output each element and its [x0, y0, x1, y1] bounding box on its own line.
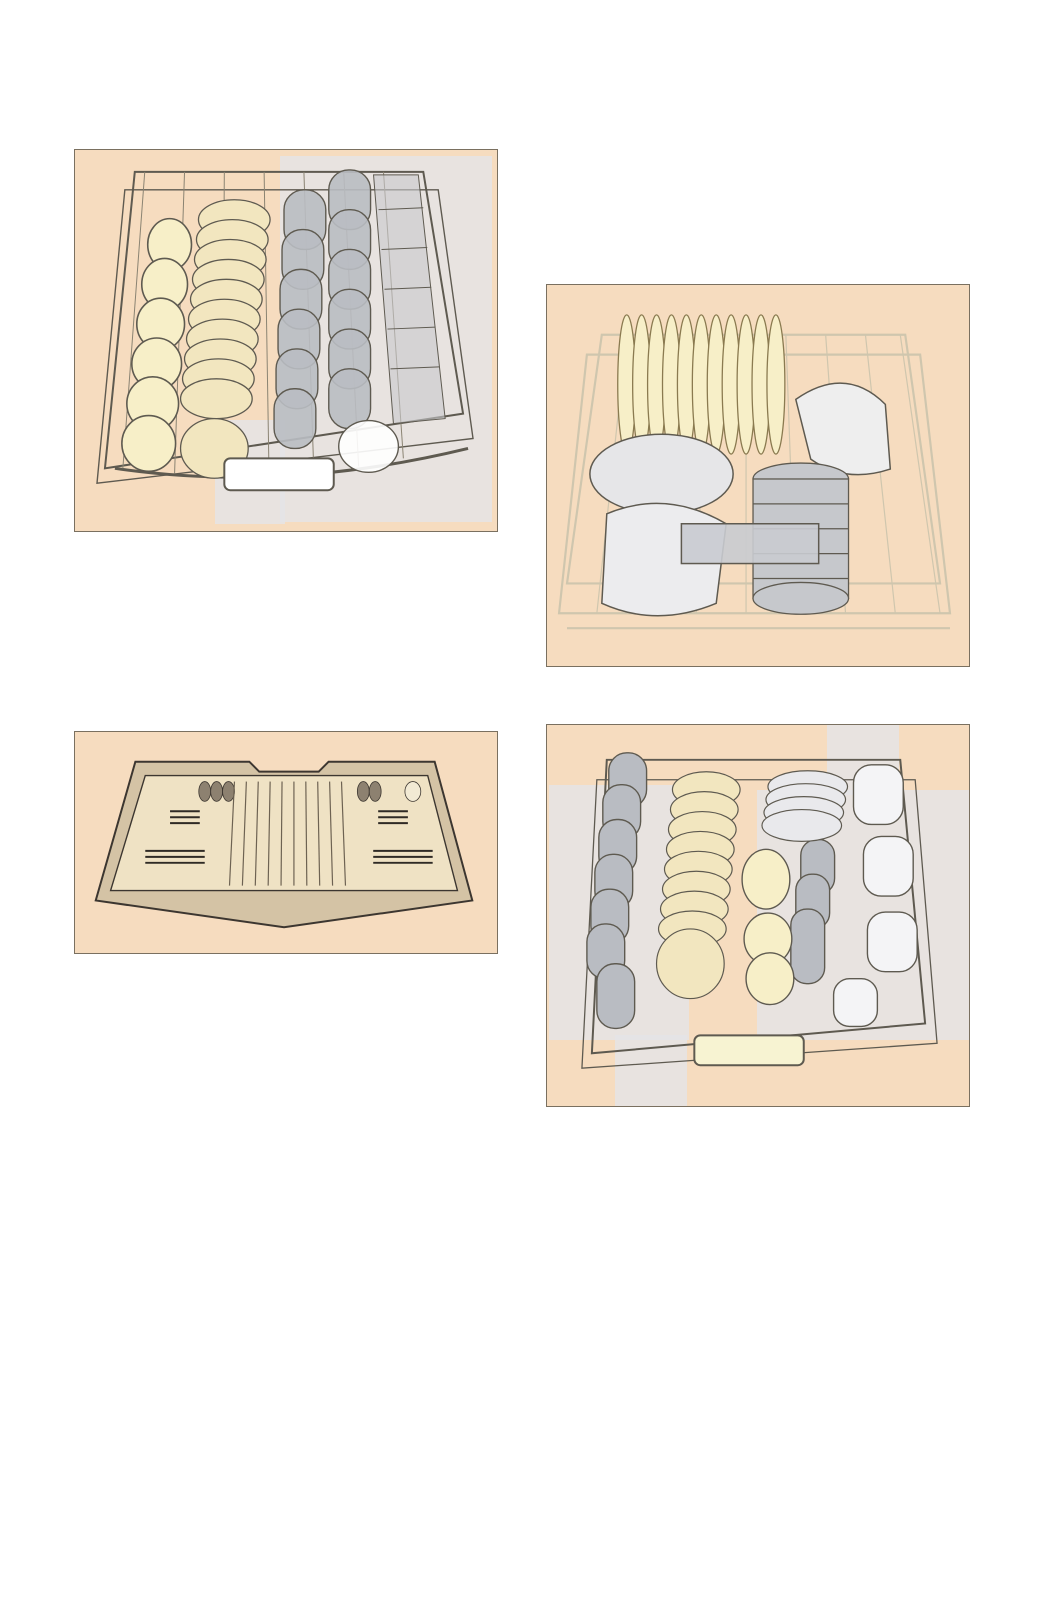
- panel-upper-basket-cups-glasses: [74, 149, 498, 532]
- basket-handle-icon: [694, 1035, 803, 1065]
- plates-stack-icon: [657, 772, 741, 999]
- panel-upper-basket-mixed: [546, 724, 970, 1107]
- panel-cutlery-drawer: [74, 731, 498, 954]
- upper-basket-mixed-illustration: [547, 725, 969, 1106]
- panel-lower-basket-plates-pots: [546, 284, 970, 667]
- saucepan-icon: [681, 524, 818, 564]
- cups-icon: [742, 849, 794, 1004]
- utensil-shelf-icon: [374, 175, 446, 424]
- saucers-icon: [762, 771, 848, 842]
- serving-plate-icon: [590, 434, 733, 514]
- dinner-plates-icon: [618, 315, 785, 454]
- plates-icon: [181, 200, 271, 479]
- cutlery-drawer-illustration: [75, 732, 497, 953]
- upper-basket-illustration: [75, 150, 497, 531]
- basket-handle-icon: [224, 458, 333, 490]
- bowl-icon: [796, 383, 891, 474]
- lower-basket-illustration: [547, 285, 969, 666]
